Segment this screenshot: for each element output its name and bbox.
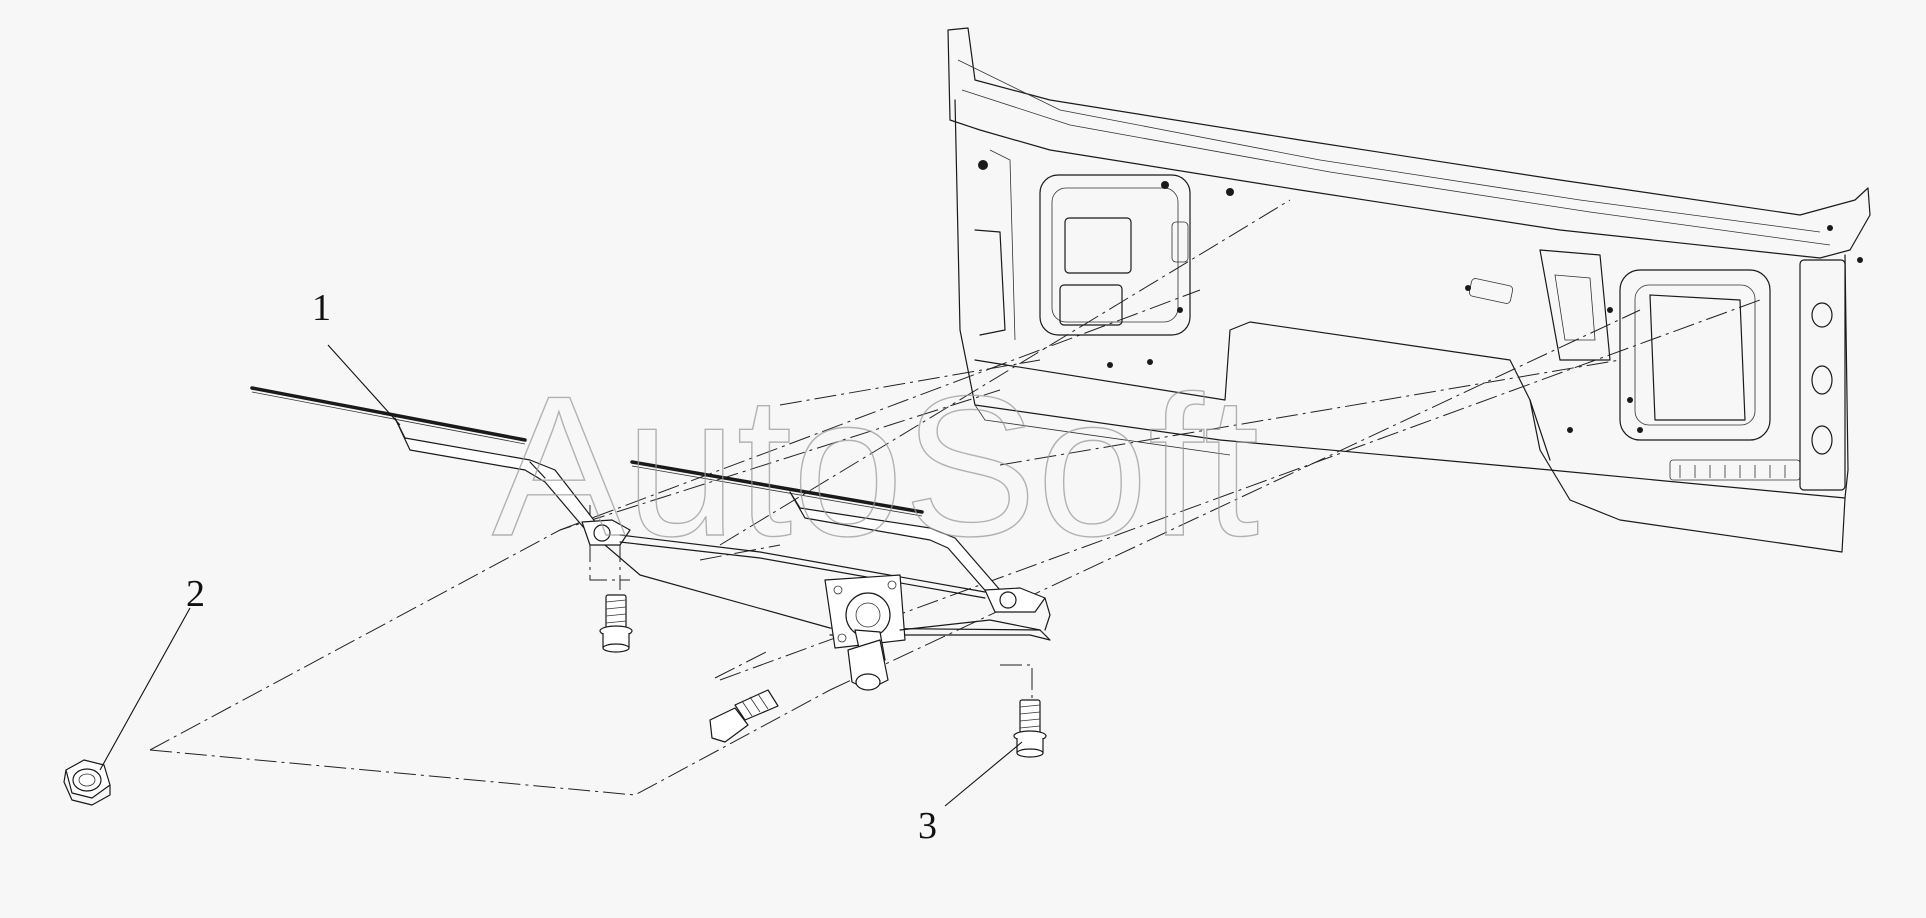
callout-1-label: 1 <box>312 287 331 329</box>
callout-2-label: 2 <box>186 573 205 615</box>
hex-nut <box>63 759 111 806</box>
cowl-panel <box>947 27 1871 553</box>
callout-3: 3 <box>918 741 1023 847</box>
bolt-left-vertical <box>599 594 633 653</box>
bolt-3 <box>1013 699 1047 758</box>
wiper-linkage <box>581 519 1051 691</box>
callout-1: 1 <box>312 287 401 426</box>
callout-2: 2 <box>99 573 205 771</box>
watermark-text: AutoSoft <box>492 355 1259 578</box>
callout-3-label: 3 <box>918 805 937 847</box>
bolt-motor-horizontal <box>709 689 779 743</box>
